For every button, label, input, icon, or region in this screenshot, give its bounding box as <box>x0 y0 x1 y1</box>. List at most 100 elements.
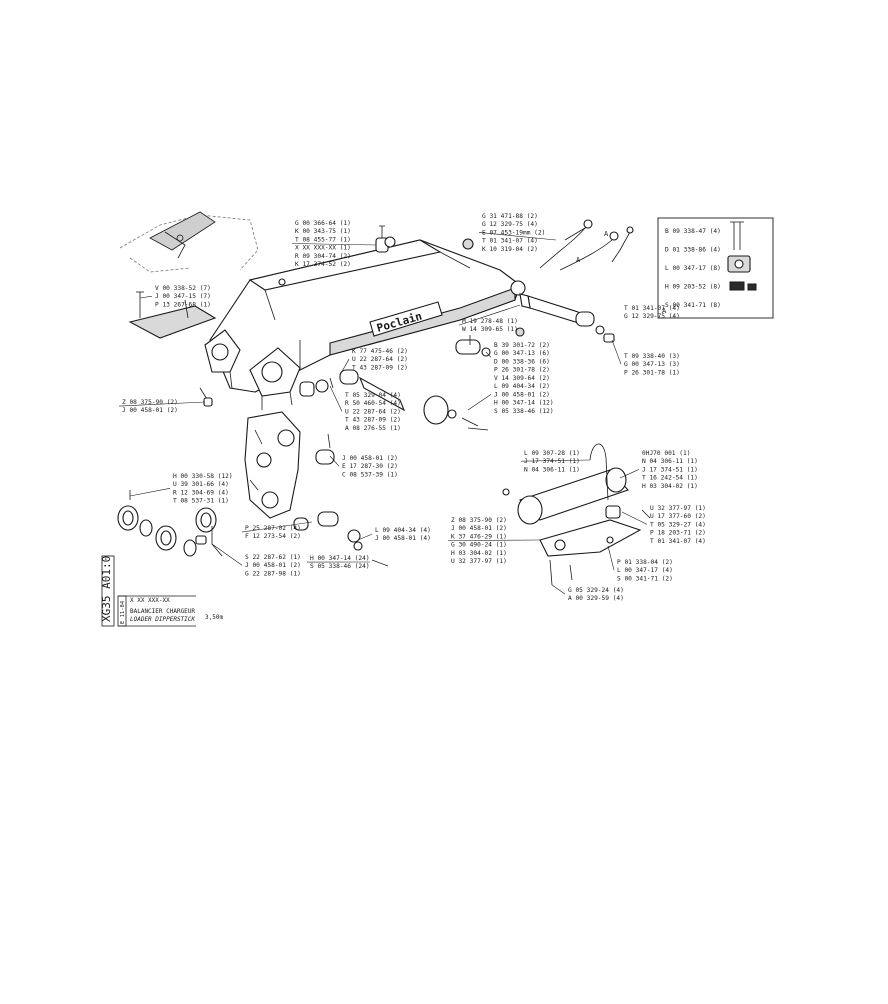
part-label: N 04 306-11 (1) <box>642 458 698 465</box>
part-label: P 01 338-04 (2) <box>617 559 673 566</box>
part-label: Z 08 375-90 (2) <box>451 517 507 524</box>
left-lower-bolt <box>200 388 212 406</box>
part-label: Z 08 375-90 (2) <box>122 399 178 406</box>
part-label: T 08 537-31 (1) <box>173 498 229 505</box>
side-code: E 11-84 <box>120 600 126 624</box>
part-label: T 01 341-07 (4) <box>650 538 706 545</box>
part-label: H 09 203-52 (8) <box>665 284 721 291</box>
title-fr: BALANCIER CHARGEUR <box>130 608 195 615</box>
part-label: J 17 374-51 (1) <box>642 466 698 473</box>
leader-line <box>130 488 170 496</box>
part-label: J 00 458-01 (2) <box>122 407 178 414</box>
leader-line <box>612 340 621 364</box>
main-pin <box>520 294 614 342</box>
flange-plate <box>424 396 488 430</box>
label-group-bush-left: H 00 330-58 (12)U 39 301-66 (4)R 12 304-… <box>130 473 233 505</box>
part-label: P 18 203-71 (2) <box>650 530 706 537</box>
part-label: K 10 319-04 (2) <box>482 246 538 253</box>
ref-mask: X XX XXX-XX <box>130 597 170 604</box>
label-group-pin-right: T 09 338-40 (3)G 00 347-13 (3)P 26 301-7… <box>612 340 680 376</box>
leader-line <box>140 296 152 298</box>
label-group-left-col: V 00 338-52 (7)J 00 347-15 (7)P 13 267-6… <box>140 285 211 308</box>
part-label: U 32 377-97 (1) <box>650 505 706 512</box>
part-label: H 00 347-14 (12) <box>494 400 554 407</box>
label-group-cyl-left: Z 08 375-90 (2)J 00 458-01 (2)K 37 476-2… <box>448 517 540 565</box>
part-label: L 00 347-17 (4) <box>617 567 673 574</box>
part-label: R 12 304-69 (4) <box>173 489 229 496</box>
part-label: B 09 338-47 (4) <box>665 228 721 235</box>
part-label: P 26 301-78 (2) <box>494 367 550 374</box>
part-label: U 22 287-64 (2) <box>352 356 408 363</box>
part-label: D 01 338-86 (4) <box>665 247 721 254</box>
label-group-top-right: G 31 471-88 (2)G 12 329-75 (4)E 07 453-1… <box>479 213 556 253</box>
part-label: G 30 490-24 (1) <box>451 542 507 549</box>
arrow-tag-a: A <box>604 230 609 238</box>
part-label: K 77 475-46 (2) <box>352 348 408 355</box>
label-group-cyl-bottom: G 05 329-24 (4)A 00 329-59 (4) <box>552 585 624 602</box>
part-label: G 31 471-88 (2) <box>482 213 538 220</box>
part-label: J 17 374-51 (1) <box>524 458 580 465</box>
part-label: H 00 347-14 (24) <box>310 555 370 562</box>
part-label: W 14 309-65 (1) <box>462 326 518 333</box>
part-label: T 16 242-54 (1) <box>642 475 698 482</box>
part-label: S 00 341-71 (2) <box>617 575 673 582</box>
leader-line <box>622 512 647 524</box>
part-label: V 00 338-52 (7) <box>155 285 211 292</box>
label-group-cyl-low: P 01 338-04 (2)L 00 347-17 (4)S 00 341-7… <box>608 546 673 582</box>
label-group-box-right: B 09 338-47 (4) D 01 338-86 (4) L 00 347-1… <box>665 228 721 309</box>
label-group-mid-lower: V 14 309-64 (2)L 09 404-34 (2)J 00 458-0… <box>468 375 554 415</box>
part-label: G 00 347-13 (6) <box>494 350 550 357</box>
part-label: J 00 347-15 (7) <box>155 293 211 300</box>
part-label: G 00 366-64 (1) <box>295 220 351 227</box>
part-label: J 00 458-01 (4) <box>375 535 431 542</box>
part-label: E 17 287-30 (2) <box>342 463 398 470</box>
leader-line <box>468 394 491 410</box>
leader-line <box>608 546 614 570</box>
part-label: G 12 329-75 (4) <box>482 221 538 228</box>
label-group-left-low: Z 08 375-90 (2)J 00 458-01 (2) <box>119 399 205 414</box>
part-label: H 00 330-58 (12) <box>173 473 233 480</box>
hose-fittings: A A <box>540 220 633 270</box>
label-group-cyl-right2: U 32 377-97 (1)U 17 377-60 (2)T 05 329-2… <box>622 505 706 545</box>
part-label: X XX XXX-XX (1) <box>295 245 351 252</box>
part-label: C 08 537-39 (1) <box>342 471 398 478</box>
part-label: N 04 306-11 (1) <box>524 466 580 473</box>
part-label: T 05 329-04 (4) <box>345 392 401 399</box>
label-group-link-right: J 00 458-01 (2)E 17 287-30 (2)C 08 537-3… <box>330 455 398 478</box>
part-label: T 43 287-09 (2) <box>345 417 401 424</box>
part-label: L 09 404-34 (2) <box>494 383 550 390</box>
part-label: L 09 404-34 (4) <box>375 527 431 534</box>
part-label: U 39 301-66 (4) <box>173 481 229 488</box>
part-label: G 00 347-13 (3) <box>624 361 680 368</box>
part-label: P 13 267-68 (1) <box>155 301 211 308</box>
label-group-bolt-right: L 09 404-34 (4)J 00 458-01 (4) <box>358 527 431 542</box>
part-label: R 09 304-74 (2) <box>295 253 351 260</box>
part-label: G 22 287-98 (1) <box>245 570 301 577</box>
part-label: A 08 276-55 (1) <box>345 425 401 432</box>
part-label: D 00 338-36 (6) <box>494 358 550 365</box>
label-group-cyl-top: L 09 307-28 (1)J 17 374-51 (1)N 04 306-1… <box>521 450 590 473</box>
part-label: F 12 273-54 (2) <box>245 533 301 540</box>
part-label: S 05 338-46 (12) <box>494 408 554 415</box>
link-bushes <box>294 434 388 566</box>
part-label: T 09 338-40 (3) <box>624 353 680 360</box>
part-label: K 00 343-75 (1) <box>295 228 351 235</box>
part-label: U 22 287-64 (2) <box>345 408 401 415</box>
part-label: G 12 329-75 (4) <box>624 313 680 320</box>
part-label: J 00 458-01 (2) <box>245 562 301 569</box>
part-label: 0HJ70 001 (1) <box>642 450 690 457</box>
part-label: J 00 458-01 (2) <box>451 525 507 532</box>
part-label: H 03 304-02 (1) <box>642 483 698 490</box>
part-label: S 22 287-62 (1) <box>245 554 301 561</box>
label-group-mid-col: B 39 301-72 (2)G 00 347-13 (6)D 00 338-3… <box>486 342 550 374</box>
part-label: L 00 347-17 (8) <box>665 265 721 272</box>
machine-context-sketch <box>120 212 258 272</box>
part-label: R 50 460-54 (4) <box>345 400 401 407</box>
part-label: J 00 458-01 (2) <box>494 391 550 398</box>
part-label: S 05 338-46 (24) <box>310 563 370 570</box>
leader-line <box>330 386 342 411</box>
part-label: H 03 304-02 (1) <box>451 550 507 557</box>
part-label: T 05 329-27 (4) <box>650 521 706 528</box>
part-label: B 39 301-72 (2) <box>494 342 550 349</box>
